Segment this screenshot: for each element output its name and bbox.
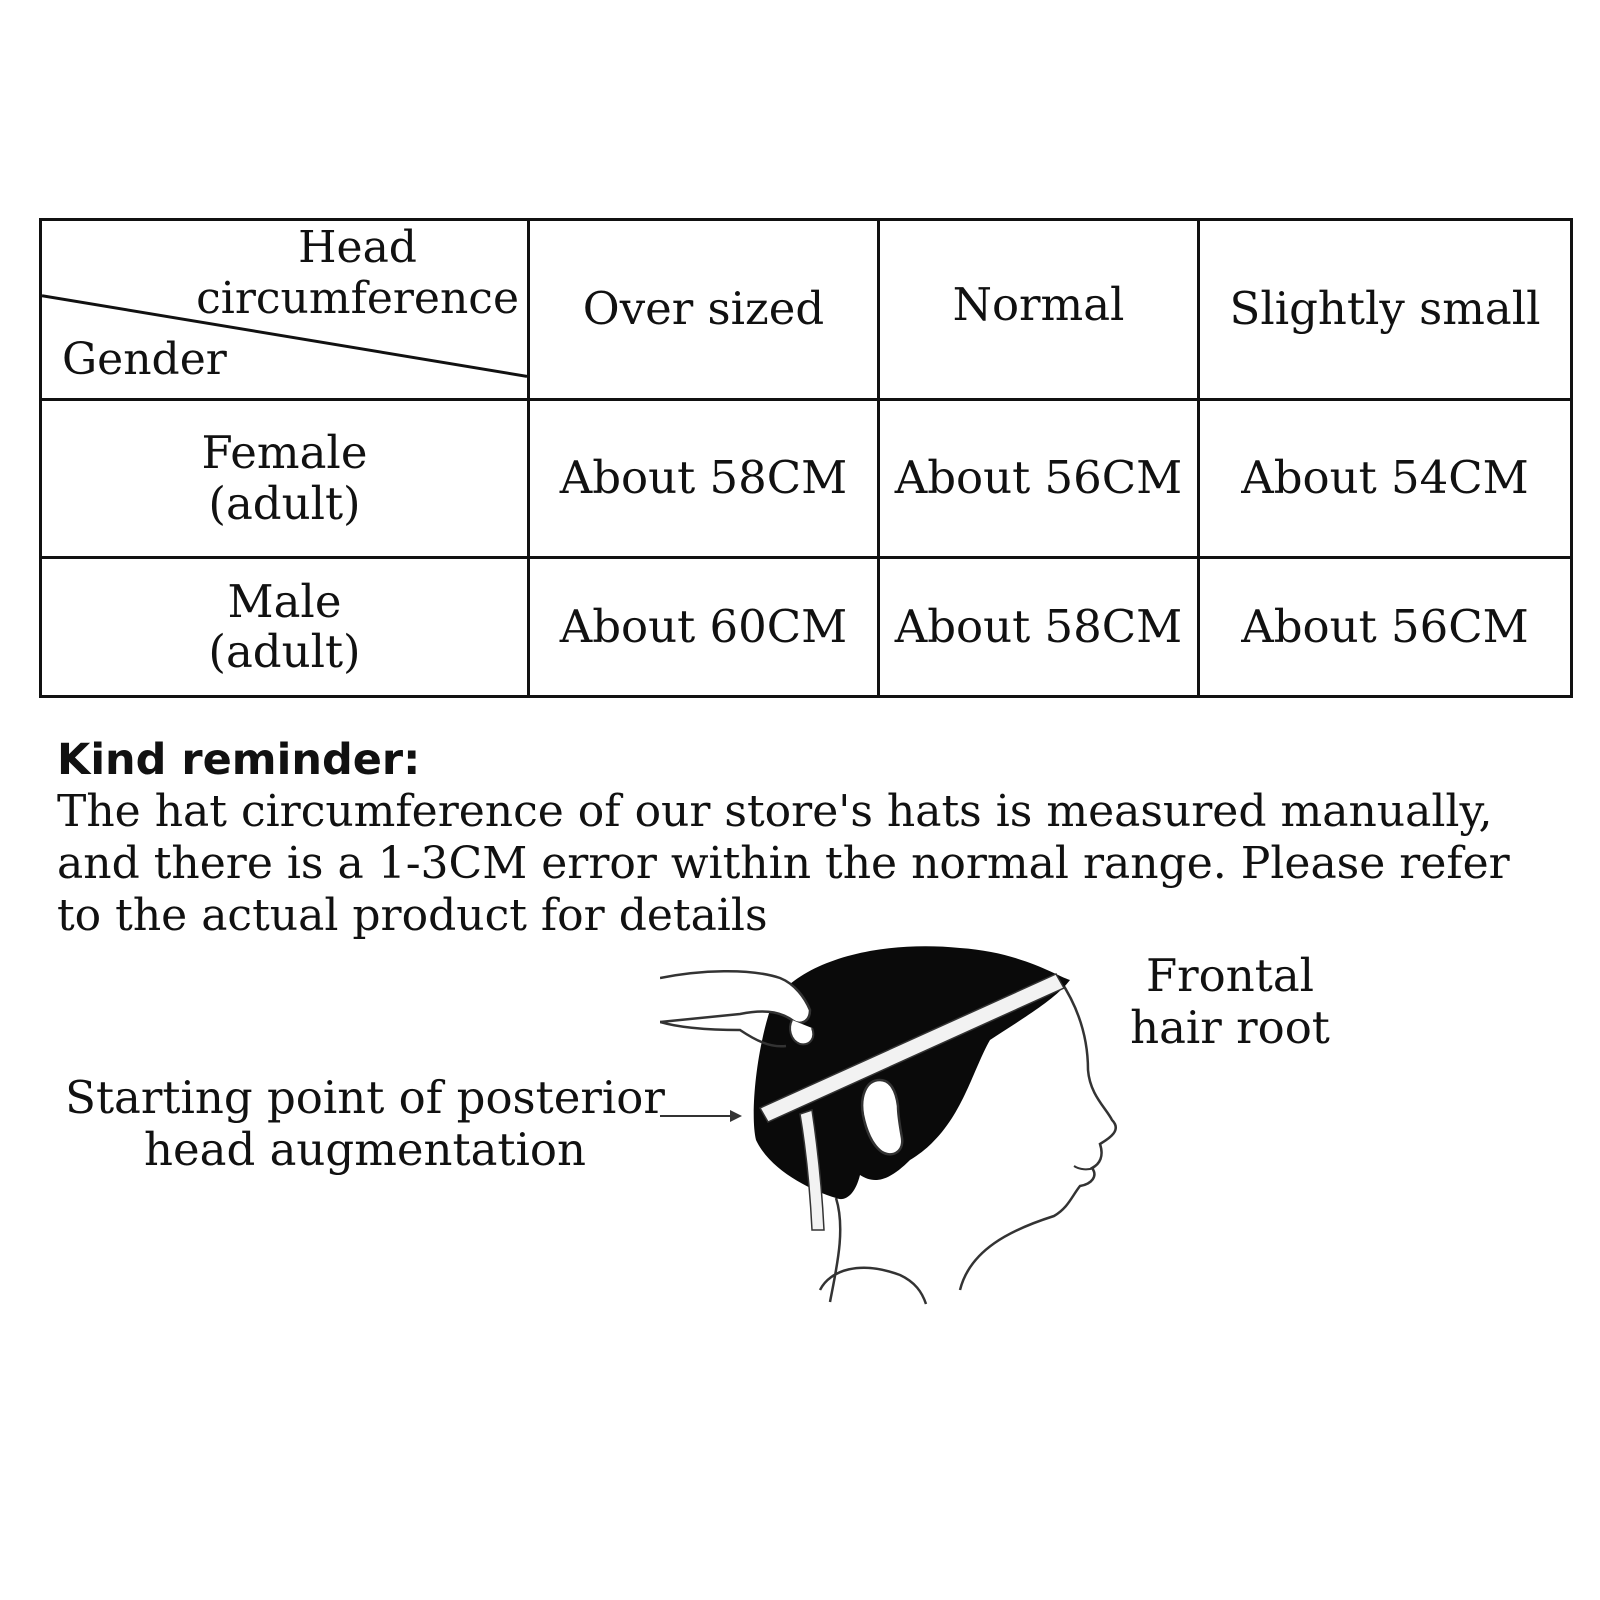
table-cell: About 56CM	[877, 398, 1200, 559]
table-cell: About 56CM	[1197, 556, 1573, 698]
hand-outline	[660, 970, 812, 1024]
table-corner-header-cell: Head circumference Gender	[39, 218, 530, 401]
row-label-female: Female (adult)	[39, 398, 530, 559]
label-line: hair root	[1130, 1001, 1330, 1054]
hand-lower-outline	[660, 1020, 787, 1048]
table-cell: About 58CM	[877, 556, 1200, 698]
shoulder-line	[818, 1266, 928, 1305]
mouth-line	[1073, 1165, 1095, 1171]
label-line: head augmentation	[144, 1123, 586, 1176]
table-cell: About 60CM	[527, 556, 880, 698]
label-posterior-starting-point: Starting point of posterior head augment…	[40, 1072, 690, 1176]
reminder-body: The hat circumference of our store's hat…	[57, 786, 1510, 941]
table-row: Female (adult) About 58CM About 56CM Abo…	[39, 398, 1573, 559]
corner-label-line: Head	[298, 222, 417, 273]
kind-reminder-note: Kind reminder: The hat circumference of …	[57, 734, 1557, 942]
neck-line	[828, 1197, 842, 1303]
label-line: Frontal	[1145, 949, 1315, 1002]
finger-outline	[789, 1019, 815, 1046]
ear-outline	[861, 1078, 904, 1156]
column-header-slightly-small: Slightly small	[1197, 218, 1573, 401]
tape-measure-hanging	[799, 1109, 825, 1231]
face-profile	[958, 979, 1117, 1291]
corner-label-gender: Gender	[62, 333, 227, 385]
table-cell: About 54CM	[1197, 398, 1573, 559]
row-label-line: (adult)	[208, 625, 361, 678]
hair-cap	[753, 946, 1070, 1200]
pointer-arrow-head	[730, 1110, 742, 1122]
column-header-normal: Normal	[877, 218, 1200, 401]
tape-measure-band	[758, 973, 1066, 1123]
corner-label-line: circumference	[196, 272, 519, 324]
row-label-line: Male	[227, 574, 342, 628]
label-frontal-hair-root: Frontal hair root	[1110, 950, 1350, 1054]
table-row: Male (adult) About 60CM About 58CM About…	[39, 556, 1573, 698]
reminder-title: Kind reminder:	[57, 735, 421, 785]
head-measuring-illustration	[660, 946, 1117, 1305]
table-header-row: Head circumference Gender Over sized Nor…	[39, 218, 1573, 401]
corner-label-head-circumference: Head circumference	[196, 223, 519, 324]
row-label-male: Male (adult)	[39, 556, 530, 698]
head-circumference-size-table: Head circumference Gender Over sized Nor…	[39, 218, 1573, 698]
column-header-over-sized: Over sized	[527, 218, 880, 401]
row-label-line: Female	[201, 426, 368, 480]
table-cell: About 58CM	[527, 398, 880, 559]
corner-diagonal-line	[43, 294, 526, 378]
label-line: Starting point of posterior	[65, 1071, 665, 1124]
row-label-line: (adult)	[208, 476, 361, 530]
